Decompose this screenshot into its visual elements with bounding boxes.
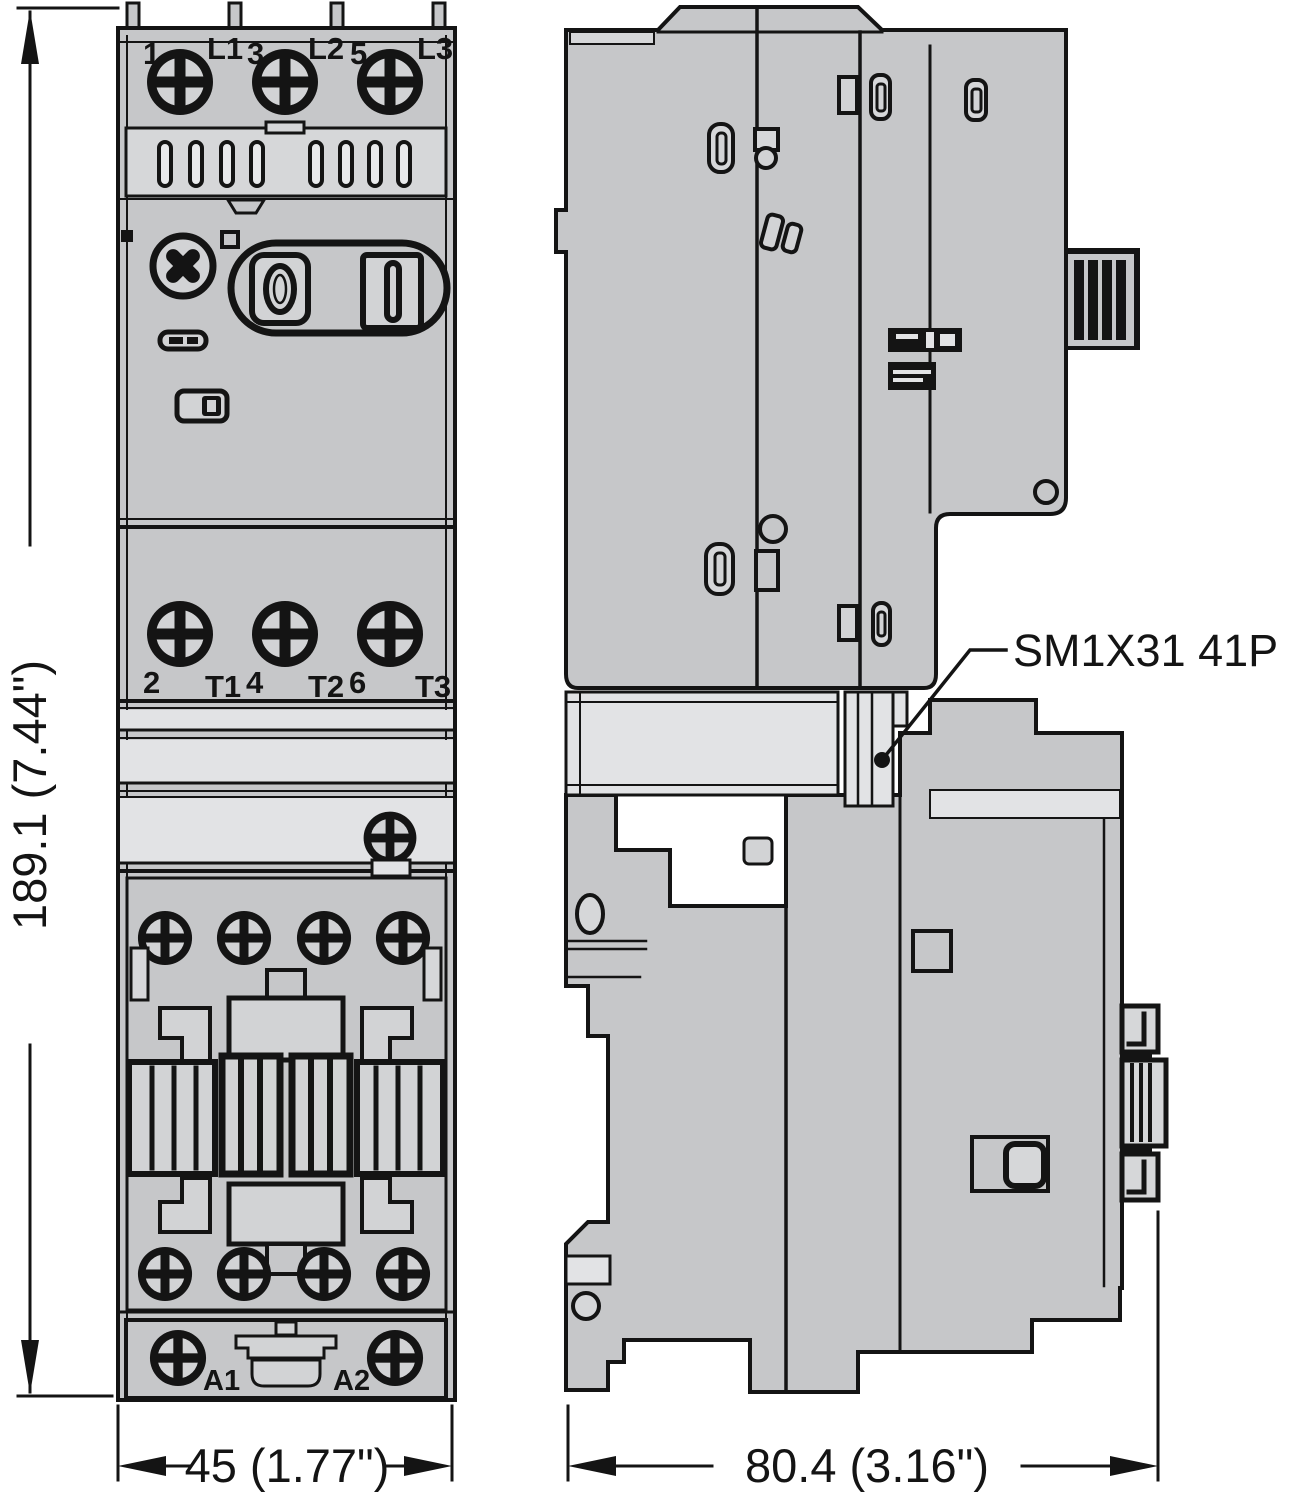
top-terminal-labels: 1 L1 3 L2 5 L3 — [143, 31, 453, 71]
terminal-label: T3 — [415, 669, 451, 704]
terminal-label: 3 — [247, 36, 264, 71]
front-view: 1 L1 3 L2 5 L3 — [116, 1, 457, 1402]
din-rail-clip — [564, 1254, 612, 1321]
coil-terminal-strip: A1 A2 — [116, 1310, 457, 1400]
line-terminal-screws — [147, 49, 423, 115]
side-connector — [1064, 250, 1138, 350]
dimension-arrow-icon — [21, 1340, 39, 1394]
top-terminal-tabs — [125, 1, 447, 32]
vent-panel — [124, 120, 448, 198]
latch-detail — [970, 1135, 1050, 1193]
depth-dimension-label: 80.4 (3.16") — [745, 1439, 989, 1492]
terminal-label: L2 — [308, 31, 344, 66]
dimension-arrow-icon — [404, 1456, 452, 1476]
breaker-side-outline — [554, 5, 1140, 690]
callout-label: SM1X31 41P — [1013, 625, 1278, 676]
adapter-plate — [564, 690, 909, 808]
dimension-arrow-icon — [118, 1456, 166, 1476]
dimension-depth-side: 80.4 (3.16") — [566, 1210, 1160, 1492]
width-dimension-label: 45 (1.77") — [185, 1439, 390, 1492]
stop-start-buttons — [227, 239, 451, 337]
coil-screw-a2 — [366, 1329, 424, 1387]
adapter-screw — [363, 811, 417, 878]
load-terminal-screws — [147, 601, 423, 667]
bottom-terminal-labels: 2 T1 4 T2 6 T3 — [143, 665, 451, 704]
side-terminal-blocks — [1119, 1003, 1169, 1203]
dimension-arrow-icon — [568, 1456, 616, 1476]
o-symbol-icon — [263, 263, 297, 315]
terminal-label: 5 — [350, 36, 367, 71]
marker-window — [220, 230, 240, 249]
breaker-face — [121, 230, 451, 424]
terminal-label: L1 — [207, 31, 243, 66]
contactor-side-outline — [564, 698, 1124, 1394]
terminal-label: 2 — [143, 665, 160, 700]
terminal-label: 6 — [349, 665, 366, 700]
adapter-bands — [116, 710, 457, 878]
dimension-width-front: 45 (1.77") — [116, 1404, 454, 1492]
terminal-label: T1 — [205, 669, 241, 704]
terminal-label: 1 — [143, 36, 160, 71]
callout-leader-line — [879, 648, 1008, 763]
i-symbol-icon — [384, 260, 402, 323]
breaker-side — [554, 5, 1140, 690]
vent-slots — [157, 140, 412, 188]
adjustment-dial-icon — [149, 232, 217, 300]
slider-switch — [174, 388, 230, 424]
dimension-arrow-icon — [1110, 1456, 1158, 1476]
marker-square — [121, 230, 133, 242]
terminal-label: T2 — [308, 669, 344, 704]
callout-sm1x31: SM1X31 41P — [874, 625, 1278, 768]
contactor-front — [125, 876, 448, 1312]
height-dimension-label: 189.1 (7.44") — [3, 660, 56, 930]
side-view: SM1X31 41P — [554, 5, 1278, 1394]
rating-label-marks — [888, 328, 962, 390]
coil-terminal-label: A1 — [203, 1365, 240, 1397]
trip-indicator — [157, 329, 209, 352]
coil-screw-a1 — [149, 1329, 207, 1387]
terminal-label: L3 — [417, 31, 453, 66]
dimension-arrow-icon — [21, 10, 39, 64]
dimension-height: 189.1 (7.44") — [3, 6, 120, 1398]
terminal-label: 4 — [246, 665, 264, 700]
coil-terminal-label: A2 — [333, 1365, 370, 1397]
contactor-side — [564, 698, 1169, 1394]
contact-chamber-pattern — [126, 968, 446, 1276]
